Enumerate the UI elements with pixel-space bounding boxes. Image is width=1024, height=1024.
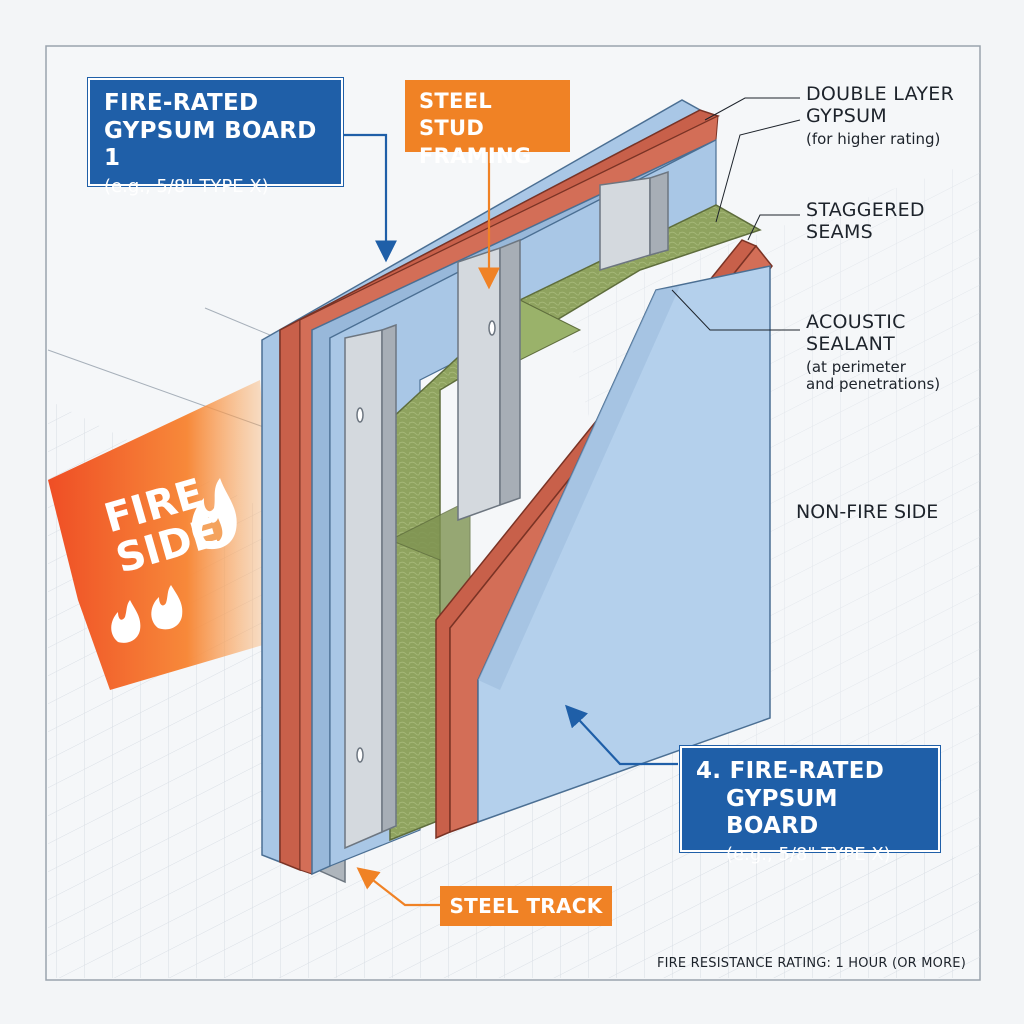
arrow-icon <box>356 867 440 907</box>
label-text: STAGGERED <box>806 199 925 221</box>
label-acoustic-sealant: ACOUSTIC SEALANT (at perimeter and penet… <box>806 311 941 393</box>
steel-stud <box>457 238 521 522</box>
steel-stud <box>344 323 397 850</box>
callout-title: GYPSUM BOARD 1 <box>104 117 317 172</box>
callout-title: FIRE-RATED <box>104 90 259 116</box>
fire-rating-note: FIRE RESISTANCE RATING: 1 HOUR (OR MORE) <box>656 956 966 971</box>
callout-title: 4. FIRE-RATED <box>696 758 885 784</box>
label-text: SEALANT <box>806 332 896 355</box>
callout-steel-track: STEEL TRACK <box>440 886 612 926</box>
label-text: GYPSUM <box>806 104 888 127</box>
callout-steel-stud: STEEL STUD FRAMING <box>405 80 570 168</box>
callout-note: (e.g., 5/8" TYPE X) <box>726 843 891 865</box>
gypsum-board-4 <box>477 265 771 824</box>
callout-gypsum-board-4: 4. FIRE-RATED GYPSUM BOARD (e.g., 5/8" T… <box>680 746 940 865</box>
arrow-icon <box>565 704 678 766</box>
flame-icon-inner <box>202 517 223 541</box>
label-non-fire-side: NON-FIRE SIDE <box>796 501 939 523</box>
fire-side-banner <box>48 380 280 690</box>
label-leaders <box>671 97 801 331</box>
label-text: DOUBLE LAYER <box>806 83 955 105</box>
arrow-icon <box>343 133 397 263</box>
label-note: and penetrations) <box>806 374 941 393</box>
steel-stud <box>599 170 669 272</box>
callout-gypsum-board-1: FIRE-RATED GYPSUM BOARD 1 (e.g., 5/8" TY… <box>88 78 343 197</box>
callout-note: (e.g., 5/8" TYPE X) <box>104 175 269 197</box>
label-text: SEAMS <box>806 220 874 243</box>
callout-title: GYPSUM BOARD <box>726 785 838 840</box>
label-text: ACOUSTIC <box>806 311 906 333</box>
label-note: (at perimeter <box>806 357 906 376</box>
label-double-layer: DOUBLE LAYER GYPSUM (for higher rating) <box>806 83 955 148</box>
label-staggered-seams: STAGGERED SEAMS <box>806 199 925 244</box>
label-note: (for higher rating) <box>806 129 941 148</box>
callout-title: FRAMING <box>419 143 532 168</box>
callout-title: STEEL STUD <box>419 89 493 141</box>
